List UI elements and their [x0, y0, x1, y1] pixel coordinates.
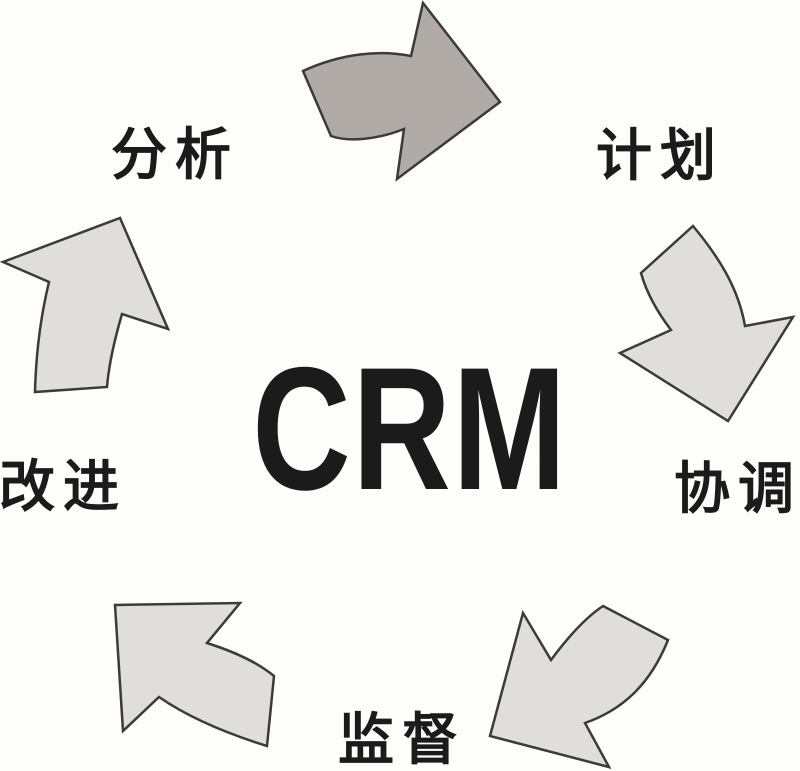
center-title-crm: CRM — [252, 332, 568, 527]
arrow-up-left-icon — [113, 601, 276, 748]
arrow-down-icon — [617, 224, 796, 423]
arrow-up-icon — [0, 216, 171, 394]
label-improve: 改进 — [0, 457, 127, 519]
label-plan: 计划 — [596, 126, 724, 188]
arrow-right-icon — [301, 0, 502, 182]
label-supervise: 监督 — [338, 710, 466, 771]
arrow-down-left-icon — [488, 604, 670, 769]
label-analysis: 分析 — [111, 125, 239, 187]
label-coordinate: 协调 — [674, 459, 800, 521]
